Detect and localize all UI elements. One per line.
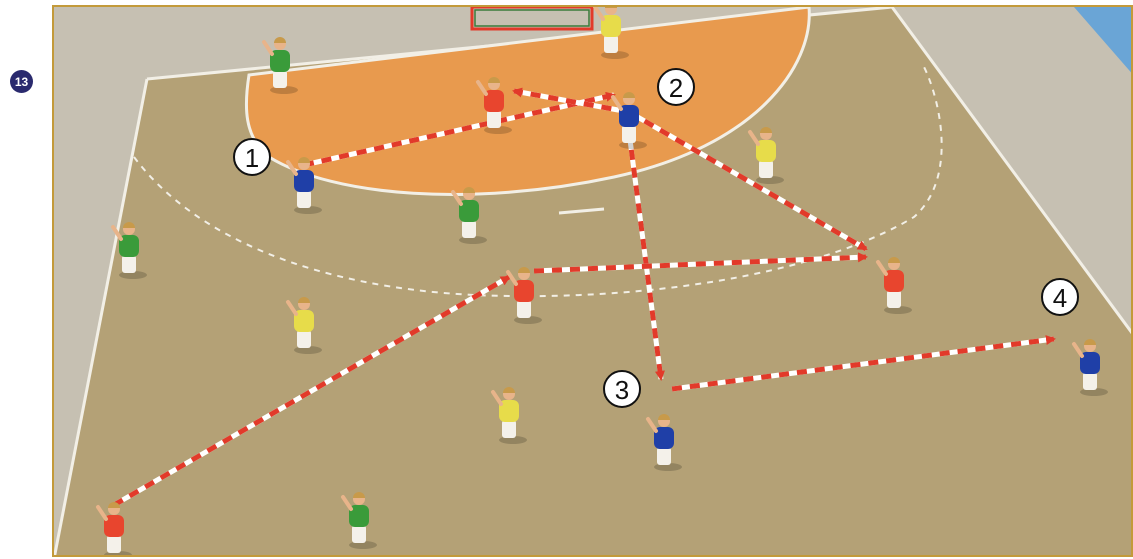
player-red-15 bbox=[96, 502, 132, 555]
pass-arrows bbox=[112, 87, 1056, 508]
marker-3-label: 3 bbox=[615, 375, 629, 405]
marker-4: 4 bbox=[1041, 278, 1079, 316]
marker-1-label: 1 bbox=[245, 143, 259, 173]
marker-3: 3 bbox=[603, 370, 641, 408]
court-svg: 1 2 3 4 bbox=[54, 7, 1131, 555]
player-green-7 bbox=[451, 187, 487, 244]
player-blue-2-4 bbox=[611, 92, 647, 149]
player-blue-1-5 bbox=[286, 157, 322, 214]
players-layer bbox=[96, 7, 1108, 555]
player-red-3 bbox=[476, 77, 512, 134]
player-yellow-13 bbox=[491, 387, 527, 444]
pass-arrow-2-to-3 bbox=[626, 131, 665, 381]
right-sideline bbox=[890, 7, 1131, 335]
player-red-9 bbox=[506, 267, 542, 324]
marker-1: 1 bbox=[233, 138, 271, 176]
marker-4-label: 4 bbox=[1053, 283, 1067, 313]
left-sideline bbox=[54, 78, 149, 555]
pass-arrow-1-to-2 bbox=[303, 91, 616, 168]
player-blue-3-14 bbox=[646, 414, 682, 471]
pass-arrow-2-to-right bbox=[627, 109, 868, 252]
pass-arrow-center-to-right bbox=[533, 252, 868, 274]
player-green-16 bbox=[341, 492, 377, 549]
player-green-1 bbox=[262, 37, 298, 94]
player-blue-4-12 bbox=[1072, 339, 1108, 396]
player-yellow-6 bbox=[748, 127, 784, 184]
player-yellow-2 bbox=[593, 7, 629, 59]
player-red-10 bbox=[876, 257, 912, 314]
marker-2: 2 bbox=[657, 68, 695, 106]
figure-number-badge: 13 bbox=[10, 70, 33, 93]
pass-arrow-2-to-left bbox=[512, 87, 630, 115]
player-green-8 bbox=[111, 222, 147, 279]
marker-2-label: 2 bbox=[669, 73, 683, 103]
goal-frame bbox=[470, 7, 594, 31]
pass-arrow-3-to-4 bbox=[671, 335, 1056, 392]
pass-arrow-corner-to-center bbox=[112, 274, 511, 508]
handball-court-diagram: 1 2 3 4 bbox=[52, 5, 1133, 557]
seven-meter-mark bbox=[558, 207, 605, 215]
goal-net bbox=[474, 9, 590, 27]
player-yellow-11 bbox=[286, 297, 322, 354]
water-corner bbox=[1074, 7, 1131, 73]
